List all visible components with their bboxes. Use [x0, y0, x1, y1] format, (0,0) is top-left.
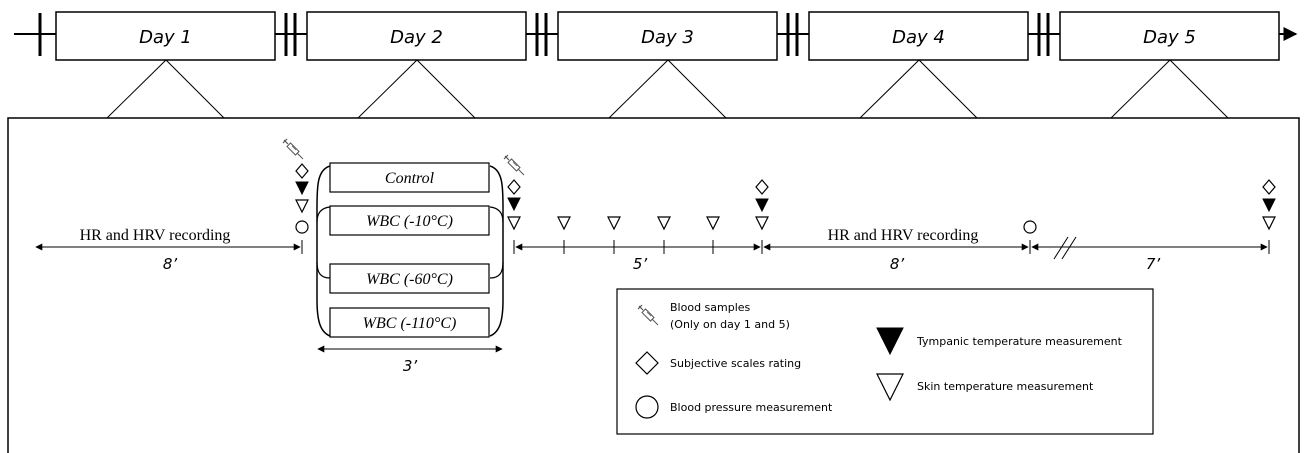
axis-break: [1053, 236, 1069, 260]
axis-break: [1061, 236, 1077, 260]
condition-control: Control: [329, 162, 490, 193]
legend-label: Tympanic temperature measurement: [916, 335, 1123, 348]
condition-label: WBC (-60°C): [366, 271, 453, 288]
duration-label: 8’: [163, 255, 178, 273]
diamond-icon: [507, 179, 521, 195]
day-label: Day 1: [139, 27, 192, 48]
condition-wbc-110: WBC (-110°C): [329, 307, 490, 338]
day-label: Day 4: [892, 27, 945, 48]
pre-exposure-markers: [282, 138, 309, 234]
brace-connector: [316, 206, 331, 223]
legend-item-blood-samples: Blood samples (Only on day 1 and 5): [637, 301, 790, 331]
open-triangle-icon: [507, 216, 521, 231]
duration-label: 8’: [890, 255, 905, 273]
legend-note: (Only on day 1 and 5): [670, 318, 790, 331]
condition-wbc-10: WBC (-10°C): [329, 205, 490, 236]
brace-connector: [316, 261, 331, 279]
legend: Blood samples (Only on day 1 and 5) Subj…: [616, 288, 1154, 435]
open-triangle-icon: [557, 216, 571, 231]
day-box-4: Day 4: [808, 11, 1029, 61]
filled-triangle-icon: [295, 181, 309, 196]
legend-label: Subjective scales rating: [670, 357, 801, 370]
diamond-icon: [295, 163, 309, 179]
circle-icon: [1023, 220, 1037, 234]
day-box-1: Day 1: [55, 11, 276, 61]
diamond-icon: [1262, 179, 1276, 195]
hr-hrv-label: HR and HRV recording: [80, 227, 231, 244]
legend-label: Blood samples: [670, 301, 751, 314]
filled-triangle-icon: [876, 327, 904, 356]
condition-label: WBC (-110°C): [363, 315, 457, 332]
open-triangle-icon: [755, 216, 769, 231]
legend-box: [616, 288, 1154, 435]
five-minute-markers: [755, 179, 769, 231]
circle-icon: [635, 395, 659, 419]
legend-item-blood-pressure: Blood pressure measurement: [635, 395, 833, 419]
open-triangle-icon: [607, 216, 621, 231]
duration-label: 5’: [633, 255, 648, 273]
open-triangle-icon: [657, 216, 671, 231]
duration-label: 3’: [403, 357, 418, 375]
diamond-icon: [635, 351, 659, 375]
protocol-detail-panel: [7, 117, 1300, 453]
syringe-icon: [503, 154, 525, 176]
post-exposure-markers: [503, 154, 525, 231]
day-box-5: Day 5: [1059, 11, 1280, 61]
syringe-icon: [282, 138, 304, 160]
zoom-triangles: [106, 59, 1229, 119]
baseline-hr-recording: HR and HRV recording 8’: [35, 227, 303, 273]
left-brace: [316, 165, 331, 337]
day-timeline: Day 1 Day 2 Day 3 Day 4 Day 5: [14, 11, 1298, 119]
day-box-3: Day 3: [557, 11, 778, 61]
recovery-hr-recording: HR and HRV recording 8’: [763, 220, 1037, 273]
legend-label: Skin temperature measurement: [917, 380, 1094, 393]
filled-triangle-icon: [1262, 198, 1276, 213]
exposure-conditions: Control WBC (-10°C) WBC (-60°C) WBC (-11…: [316, 162, 504, 375]
open-triangle-icon: [295, 199, 309, 214]
day-label: Day 2: [390, 27, 443, 48]
day-label: Day 5: [1143, 27, 1196, 48]
final-segment: 7’: [1031, 179, 1276, 273]
condition-label: WBC (-10°C): [366, 213, 453, 230]
duration-label: 7’: [1146, 255, 1161, 273]
time-ticks: [513, 240, 763, 254]
condition-wbc-60: WBC (-60°C): [329, 263, 490, 294]
legend-item-skin: Skin temperature measurement: [876, 373, 1094, 402]
filled-triangle-icon: [755, 198, 769, 213]
day-label: Day 3: [641, 27, 694, 48]
legend-label: Blood pressure measurement: [670, 401, 833, 414]
legend-item-tympanic: Tympanic temperature measurement: [876, 327, 1123, 356]
condition-label: Control: [385, 170, 435, 187]
hr-hrv-label: HR and HRV recording: [828, 227, 979, 244]
diamond-icon: [755, 179, 769, 195]
timeline-ticks: [38, 13, 1050, 56]
brace-connector: [489, 261, 504, 279]
open-triangle-icon: [1262, 216, 1276, 231]
filled-triangle-icon: [507, 197, 521, 212]
right-brace: [489, 165, 504, 337]
brace-connector: [489, 206, 504, 223]
circle-icon: [295, 220, 309, 234]
open-triangle-icon: [876, 373, 904, 402]
open-triangle-icon: [706, 216, 720, 231]
skin-temperature-followup: 5’: [513, 216, 763, 273]
day-box-2: Day 2: [306, 11, 527, 61]
legend-item-subjective: Subjective scales rating: [635, 351, 801, 375]
